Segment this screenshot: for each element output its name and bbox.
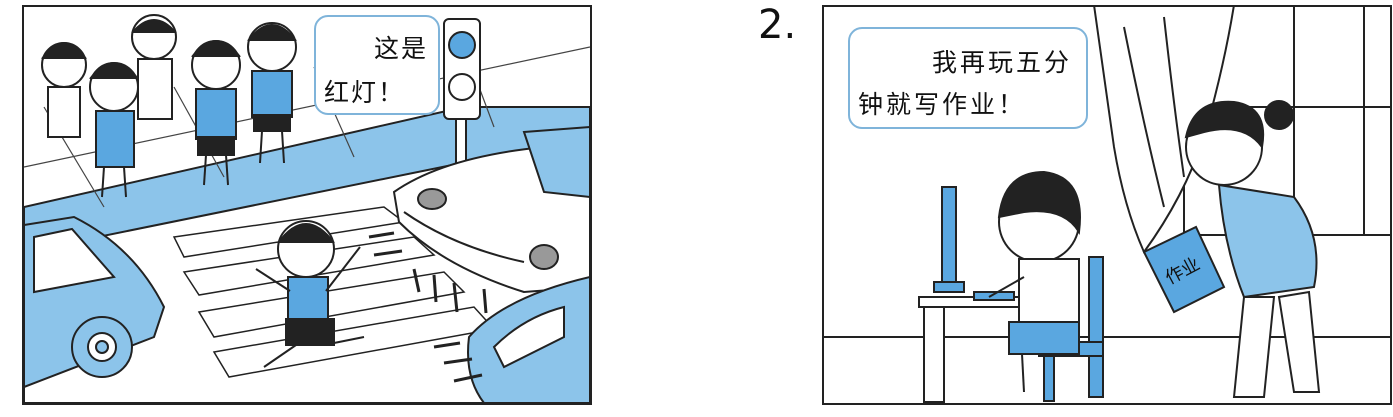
blue-car-left (24, 215, 166, 389)
speech-text-line2: 钟就写作业！ (858, 90, 1027, 119)
green-walk-light-icon (448, 31, 476, 59)
speech-text-line2: 红灯！ (324, 78, 406, 107)
speech-text-line1: 我再玩五分 (931, 48, 1072, 77)
computer-monitor (933, 186, 1015, 301)
waiting-children (41, 14, 297, 198)
braking-car-right (392, 125, 590, 294)
homework-book (1142, 225, 1226, 314)
skid-marks (368, 231, 488, 383)
speech-text-line1: 这是 (373, 34, 428, 63)
panel-number: 2. (758, 2, 797, 48)
street-crossing-illustration (24, 14, 590, 403)
homework-room-illustration (824, 7, 1390, 403)
desk (918, 296, 1020, 403)
mother (1184, 100, 1321, 398)
comic-panel-1: 这是 红灯！ (22, 5, 592, 405)
red-stop-light-icon (448, 73, 476, 101)
blue-car-bottom-right (467, 275, 590, 403)
speech-bubble-red-light: 这是 红灯！ (314, 15, 440, 115)
speech-bubble-five-minutes: 我再玩五分 钟就写作业！ (848, 27, 1088, 129)
running-boy (255, 220, 365, 368)
comic-panel-2: 我再玩五分 钟就写作业！ 作业 (822, 5, 1392, 405)
curb (24, 106, 590, 254)
boy-at-computer (988, 170, 1081, 393)
